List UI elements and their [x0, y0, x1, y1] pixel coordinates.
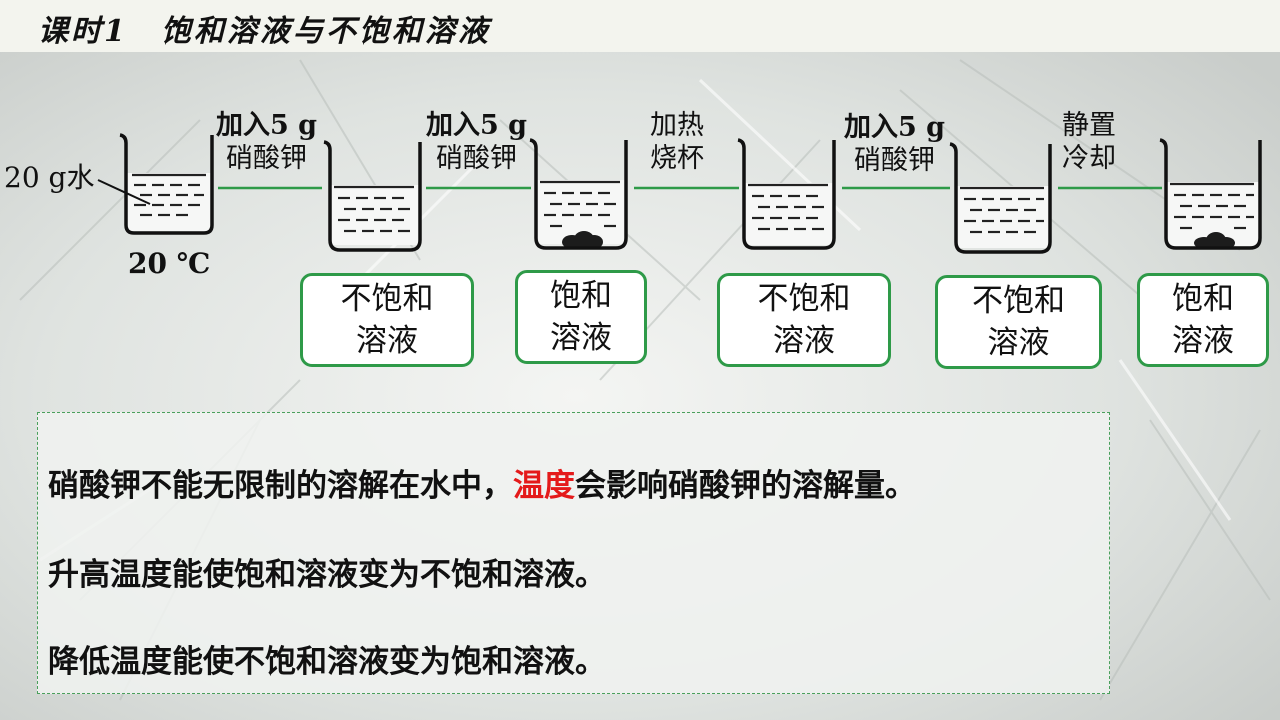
state-box-3-line1: 不饱和: [757, 281, 851, 317]
experiment-diagram: [97, 133, 1262, 254]
state-box-4-line2: 溶液: [987, 325, 1050, 361]
step-label-3: 加热 烧杯: [650, 109, 704, 175]
step-label-4-line2: 硝酸钾: [854, 145, 936, 176]
beaker-2: [323, 140, 422, 252]
title-bar: 课时1 饱和溶液与不饱和溶液: [0, 0, 1280, 52]
crystal-sediment: [1194, 232, 1235, 249]
highlight-temperature: 温度: [513, 468, 575, 503]
state-box-4: 不饱和 溶液: [935, 275, 1102, 369]
step-label-1: 加入5 g 硝酸钾: [216, 109, 317, 175]
state-box-5: 饱和 溶液: [1137, 273, 1269, 367]
step-label-4: 加入5 g 硝酸钾: [844, 111, 945, 177]
conclusion-line-3: 降低温度能使不饱和溶液变为饱和溶液。: [48, 644, 606, 679]
step-label-4-line1: 加入5 g: [844, 112, 946, 143]
state-box-3-line2: 溶液: [773, 323, 835, 359]
step-label-2: 加入5 g 硝酸钾: [426, 109, 527, 175]
temperature-label: 20 ℃: [128, 247, 211, 280]
beaker-3: [529, 138, 628, 250]
step-label-2-line2: 硝酸钾: [436, 143, 518, 174]
state-box-1: 不饱和 溶液: [300, 273, 474, 367]
step-label-1-line2: 硝酸钾: [226, 143, 308, 174]
step-label-5-line1: 静置: [1062, 110, 1116, 141]
crystal-sediment: [562, 231, 603, 249]
state-box-4-line1: 不饱和: [972, 283, 1065, 319]
step-label-3-line1: 加热: [650, 110, 704, 141]
conclusion-line-1-before: 硝酸钾不能无限制的溶解在水中，: [48, 468, 513, 503]
beaker-4: [737, 138, 836, 250]
state-box-2-line2: 溶液: [550, 320, 612, 356]
water-pointer-line: [97, 179, 151, 205]
step-label-5-line2: 冷却: [1062, 143, 1116, 174]
state-box-2-line1: 饱和: [550, 278, 612, 314]
state-box-1-line2: 溶液: [356, 323, 418, 359]
conclusion-panel: 硝酸钾不能无限制的溶解在水中，温度会影响硝酸钾的溶解量。 升高温度能使饱和溶液变…: [37, 412, 1110, 694]
step-label-3-line2: 烧杯: [650, 143, 704, 174]
beaker-5: [949, 142, 1052, 254]
state-box-1-line1: 不饱和: [340, 281, 434, 317]
conclusion-line-1-after: 会影响硝酸钾的溶解量。: [575, 468, 916, 503]
step-label-5: 静置 冷却: [1062, 109, 1116, 175]
conclusion-line-1: 硝酸钾不能无限制的溶解在水中，温度会影响硝酸钾的溶解量。: [48, 460, 916, 505]
beaker-6: [1159, 138, 1262, 250]
state-box-3: 不饱和 溶液: [717, 273, 891, 367]
step-label-1-line1: 加入5 g: [216, 110, 318, 141]
water-label: 20 g水: [4, 161, 95, 194]
state-box-5-line1: 饱和: [1172, 281, 1234, 317]
state-box-5-line2: 溶液: [1172, 323, 1234, 359]
step-label-2-line1: 加入5 g: [426, 110, 528, 141]
conclusion-line-2: 升高温度能使饱和溶液变为不饱和溶液。: [48, 557, 606, 592]
state-box-2: 饱和 溶液: [515, 270, 647, 364]
beaker-1: [119, 133, 214, 235]
page-title: 课时1 饱和溶液与不饱和溶液: [38, 14, 491, 49]
